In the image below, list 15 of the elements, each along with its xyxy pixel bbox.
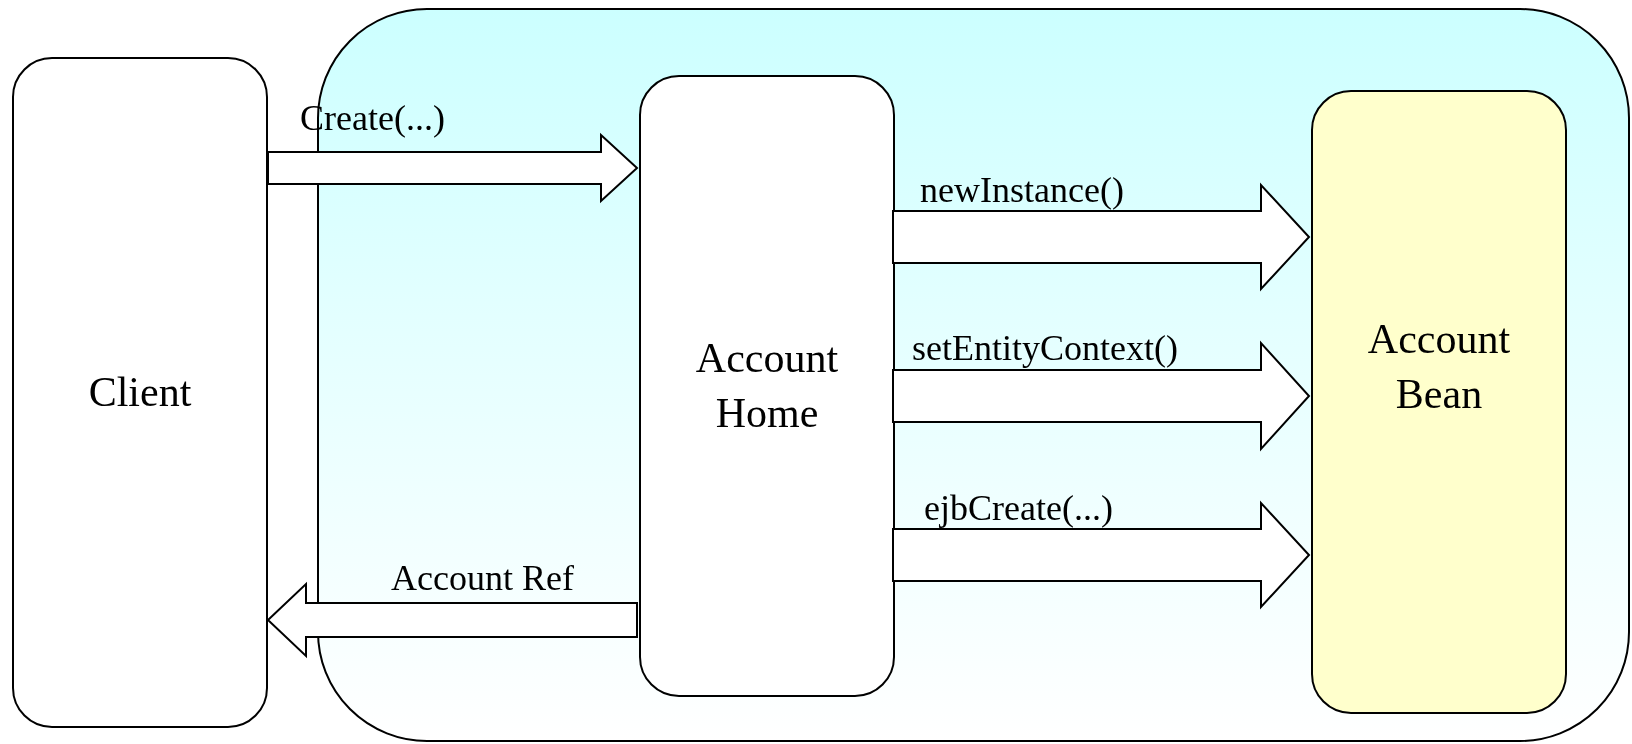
edge-label: newInstance() (920, 172, 1124, 208)
node-label: Account Home (694, 334, 840, 438)
block-arrow (892, 500, 1311, 610)
block-arrow (892, 182, 1311, 292)
edge-label: Account Ref (391, 560, 574, 596)
rounded-box (639, 75, 895, 697)
block-arrow (892, 340, 1311, 452)
node-label: Client (88, 368, 192, 418)
node-label: Account Bean (1366, 315, 1512, 419)
block-arrow (266, 581, 638, 659)
edge-label: ejbCreate(...) (924, 490, 1113, 526)
rounded-box (12, 57, 268, 728)
edge-label: setEntityContext() (912, 330, 1178, 366)
rounded-box (1311, 90, 1567, 714)
block-arrow (267, 132, 639, 204)
